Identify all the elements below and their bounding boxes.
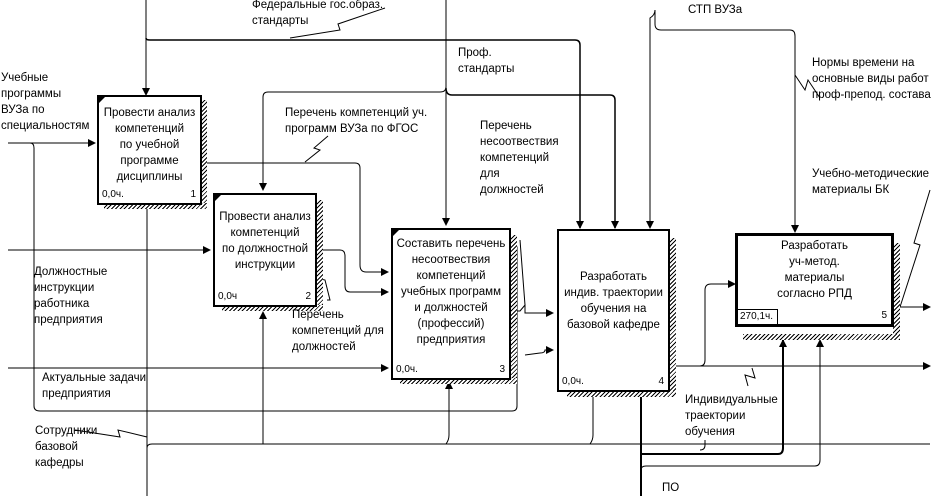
box-3-shadow-bottom [400, 378, 517, 384]
box-4-shadow [669, 238, 676, 396]
label-stp: СТП ВУЗа [688, 4, 743, 16]
box-title: Разработать индив. траектории обучения н… [564, 271, 663, 331]
box-corner-mark [393, 230, 399, 236]
box-corner-mark [215, 195, 221, 201]
arrow-fed-standards-branch [145, 37, 584, 229]
box-5-shadow-bottom [743, 334, 900, 340]
arrow-box2-to-box3 [316, 249, 389, 296]
box-cost: 0,0ч [218, 291, 238, 302]
box-1-shadow-bottom [104, 203, 207, 209]
box-cost: 0,0ч. [562, 376, 584, 387]
activity-box-4[interactable]: Разработать индив. траектории обучения н… [557, 229, 670, 392]
box-title: Разработать уч-метод. материалы согласно… [777, 240, 852, 300]
arrow-stp [646, 9, 656, 229]
label-job-instructions: Должностные инструкции работника предпри… [34, 266, 108, 326]
box-3-shadow [510, 235, 517, 383]
box-4-shadow-bottom [567, 391, 676, 397]
box-title: Провести анализ компетенций по должностн… [219, 211, 311, 271]
box-number: 3 [499, 364, 505, 375]
box-title: Составить перечень несоотвествия компете… [396, 238, 506, 346]
label-trajectories: Индивидуальные траектории обучения [685, 394, 778, 438]
box-2-shadow-bottom [222, 305, 323, 311]
activity-box-3[interactable]: Составить перечень несоотвествия компете… [391, 228, 511, 380]
arrow-prof-to-box2 [259, 86, 447, 191]
activity-box-5[interactable]: Разработать уч-метод. материалы согласно… [735, 233, 894, 327]
box-corner-mark [99, 97, 105, 103]
label-mismatch-list: Перечень несоотвествия компетенций для д… [480, 120, 559, 196]
box-title: Провести анализ компетенций по учебной п… [103, 107, 196, 183]
box-1-shadow [200, 100, 207, 203]
label-edu-programs: Учебные программы ВУЗа по специальностям [1, 72, 90, 132]
activity-box-1[interactable]: Провести анализ компетенций по учебной п… [97, 95, 202, 205]
label-prof-standards: Проф. стандарты [458, 47, 515, 75]
box-number: 2 [305, 291, 311, 302]
label-staff: Сотрудники базовой кафедры [35, 425, 98, 469]
label-software: ПО [662, 482, 680, 494]
label-comp-list-jobs: Перечень компетенций для должностей [292, 309, 384, 353]
box-2-shadow [316, 200, 323, 310]
box-number: 4 [658, 376, 664, 387]
label-fed-standards: Федеральные гос.образ. стандарты [252, 0, 384, 27]
label-materials: Учебно-методические материалы БК [812, 168, 930, 196]
box-cost: 0,0ч. [396, 364, 418, 375]
box-cost: 270,1ч. [738, 309, 779, 324]
box-cost: 0,0ч. [102, 189, 124, 200]
arrow-fed-squiggle [289, 7, 386, 39]
label-tasks: Актуальные задачи предприятия [42, 372, 147, 400]
box-number: 1 [190, 189, 196, 200]
arrow-comp-fgos [201, 162, 389, 276]
box-5-shadow [893, 243, 900, 340]
box-number: 5 [881, 310, 887, 321]
label-norms: Нормы времени на основные виды работ про… [812, 57, 931, 101]
activity-box-2[interactable]: Провести анализ компетенций по должностн… [213, 193, 317, 307]
label-comp-list-fgos: Перечень компетенций уч. программ ВУЗа п… [285, 107, 428, 135]
arrow-prof-branch [445, 87, 619, 229]
